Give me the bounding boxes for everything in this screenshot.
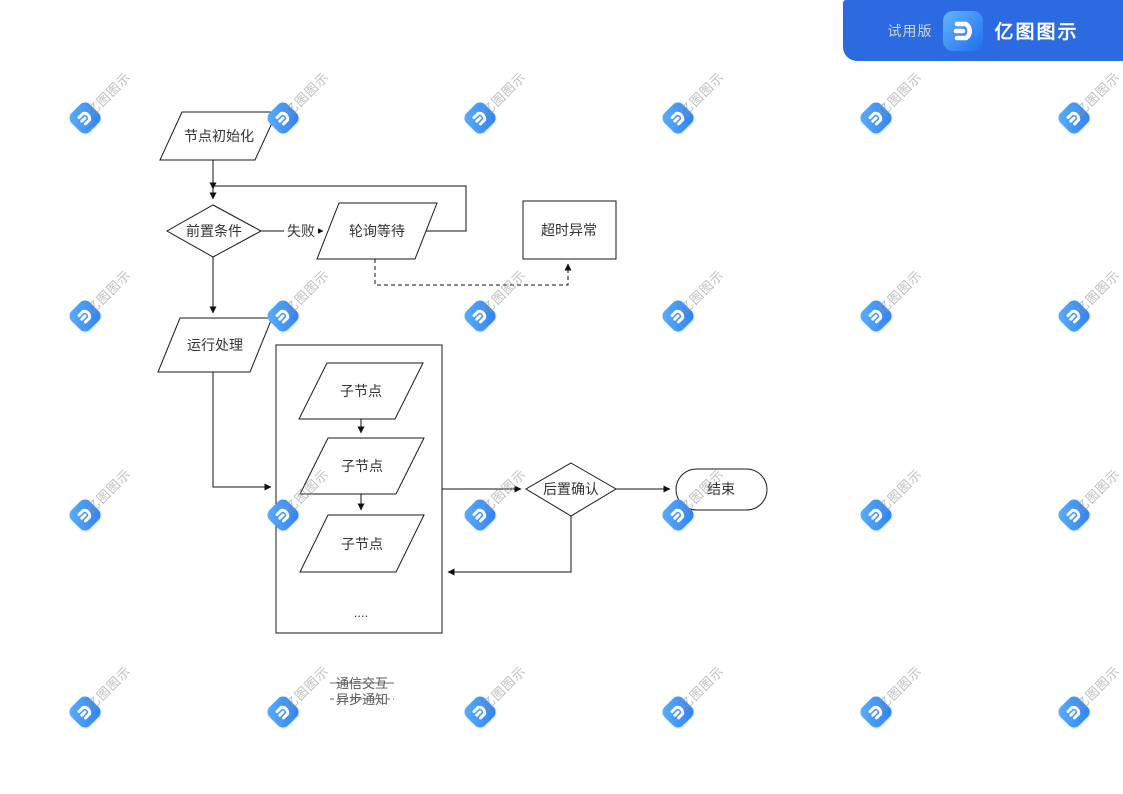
node-confirm-label: 后置确认 <box>543 481 599 497</box>
trial-badge: 试用版 亿图图示 <box>843 0 1123 61</box>
node-precondition: 前置条件 <box>165 204 263 258</box>
node-precondition-label: 前置条件 <box>186 223 242 239</box>
node-child1-label: 子节点 <box>340 383 382 399</box>
edge-confirm-loop-to-container <box>447 516 572 576</box>
node-run-label: 运行处理 <box>187 337 243 353</box>
node-polling: 轮询等待 <box>316 202 438 260</box>
ellipsis-text: .... <box>354 605 368 620</box>
node-child2: 子节点 <box>299 437 425 495</box>
edraw-logo-icon <box>943 10 984 51</box>
edge-polling-loopback <box>209 182 467 232</box>
fail-label: 失败 <box>287 223 315 239</box>
node-child3: 子节点 <box>299 514 425 573</box>
legend-async-label: 异步通知 <box>336 692 388 707</box>
node-child1: 子节点 <box>298 362 424 420</box>
node-polling-label: 轮询等待 <box>349 223 405 239</box>
trial-label: 试用版 <box>887 22 933 39</box>
edge-label-fail: 失败 <box>284 221 318 241</box>
legend: 通信交互 异步通知 <box>330 676 394 707</box>
edge-polling-to-timeout-async <box>374 259 572 286</box>
node-timeout-label: 超时异常 <box>541 222 597 238</box>
node-init: 节点初始化 <box>159 111 278 161</box>
node-end-label: 结束 <box>707 481 735 497</box>
node-confirm: 后置确认 <box>525 462 617 517</box>
brand-name: 亿图图示 <box>994 22 1079 43</box>
node-end: 结束 <box>675 468 768 511</box>
node-run: 运行处理 <box>157 317 273 373</box>
node-child3-label: 子节点 <box>341 536 383 552</box>
legend-sync-label: 通信交互 <box>336 676 388 691</box>
node-init-label: 节点初始化 <box>184 128 254 144</box>
edge-run-to-container <box>212 372 272 491</box>
node-child2-label: 子节点 <box>341 458 383 474</box>
node-timeout: 超时异常 <box>522 200 617 260</box>
